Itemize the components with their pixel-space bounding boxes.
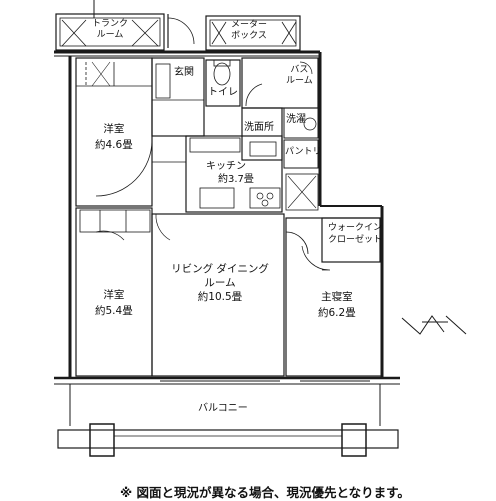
western-room-2-size: 約5.4畳	[95, 304, 133, 317]
western-room-2-label: 洋室 約5.4畳	[95, 290, 133, 316]
western-room-1-size: 約4.6畳	[95, 138, 133, 151]
western-room-1-label: 洋室 約4.6畳	[95, 124, 133, 150]
ldk-line1: リビング ダイニング	[171, 263, 269, 275]
walkin-closet-label: ウォークイン クローゼット	[328, 224, 382, 245]
western-room-2-name: 洋室	[103, 289, 125, 301]
laundry-label: 洗濯	[286, 114, 306, 125]
pantry-label: パントリ	[285, 147, 322, 157]
entrance-label: 玄関	[174, 67, 194, 78]
master-bedroom	[285, 217, 383, 377]
washroom-label: 洗面所	[244, 122, 274, 133]
master-bedroom-name: 主寝室	[321, 291, 353, 303]
trunk-room-line1: トランク	[92, 19, 129, 29]
balcony-label: バルコニー	[198, 403, 248, 414]
disclaimer-note: ※ 図面と現況が異なる場合、現況優先となります。	[120, 485, 410, 500]
kitchen-size: 約3.7畳	[218, 174, 254, 185]
bathroom-line1: バス	[290, 65, 309, 75]
north-arrow-icon	[401, 315, 467, 335]
bathroom-line2: ルーム	[286, 76, 313, 86]
trunk-room-line2: ルーム	[96, 30, 124, 40]
ldk	[151, 213, 285, 377]
balcony	[57, 384, 399, 457]
western-room-1	[75, 57, 153, 207]
toilet-label: トイレ	[208, 87, 238, 98]
trunk-room	[55, 0, 165, 51]
meter-box	[205, 15, 301, 51]
ldk-label: リビング ダイニング ルーム 約10.5畳	[164, 264, 276, 303]
western-room-1-name: 洋室	[103, 123, 125, 135]
meter-box-label: メーター ボックス	[231, 21, 267, 41]
meter-box-line1: メーター	[231, 20, 268, 30]
walkin-closet-line1: ウォークイン	[328, 223, 383, 233]
kitchen-label: キッチン 約3.7畳	[198, 162, 254, 185]
ldk-line2: ルーム	[204, 276, 236, 289]
toilet	[205, 59, 241, 107]
master-bedroom-label: 主寝室 約6.2畳	[318, 292, 356, 318]
kitchen	[185, 135, 319, 213]
kitchen-name: キッチン	[205, 161, 246, 172]
walkin-closet-line2: クローゼット	[328, 235, 383, 245]
trunk-room-label: トランク ルーム	[92, 20, 128, 40]
bathroom-label: バス ルーム	[286, 66, 313, 86]
master-bedroom-size: 約6.2畳	[318, 306, 356, 319]
washroom	[241, 107, 319, 169]
ldk-size: 約10.5畳	[197, 291, 243, 303]
meter-box-line2: ボックス	[231, 31, 267, 41]
